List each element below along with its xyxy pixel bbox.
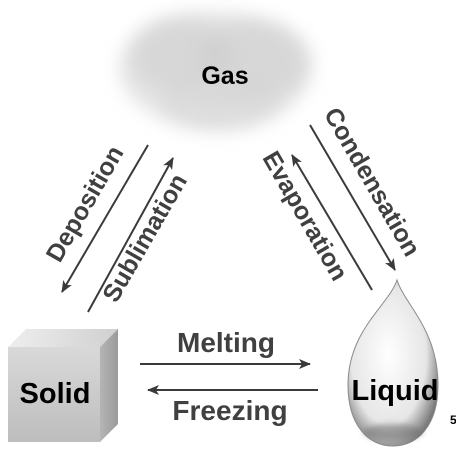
condensation-arrow [309,124,396,271]
liquid-droplet [347,278,439,447]
corner-mark: 5 [450,413,456,427]
liquid-label: Liquid [352,375,439,407]
evaporation-arrow [291,154,373,291]
sublimation-label: Sublimation [97,169,193,307]
gas-label: Gas [201,62,248,90]
sublimation-arrow [87,157,174,313]
deposition-arrow [61,144,149,293]
evaporation-label: Evaporation [257,146,353,285]
melting-label: Melting [177,327,275,358]
solid-label: Solid [20,378,91,410]
freezing-label: Freezing [172,395,287,426]
deposition-label: Deposition [41,141,130,267]
solid-cube [8,329,118,442]
gas-cloud [120,12,310,130]
process-arrows [61,124,396,395]
